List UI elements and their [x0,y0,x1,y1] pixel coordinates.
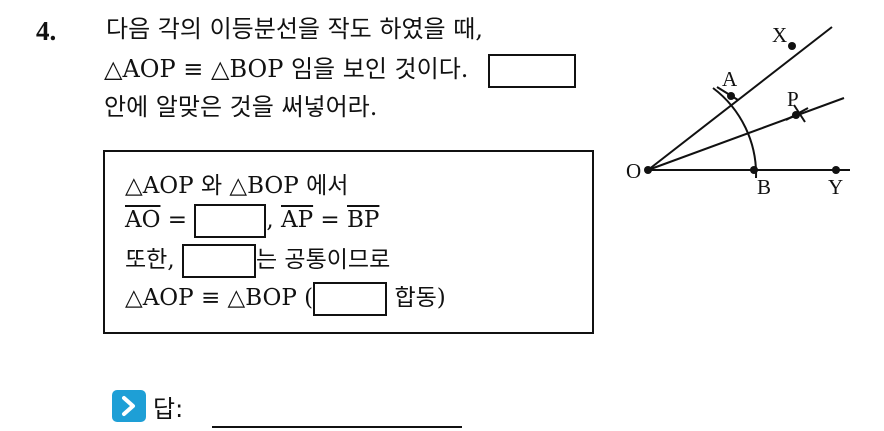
blank-box-1 [194,204,267,238]
ray-op [647,97,845,171]
proof-line-1: △AOP 와 △BOP 에서 [125,173,349,199]
segment-ao: AO [125,207,161,233]
angle-bisector-figure: X A P O B Y [626,23,850,199]
question-line-2-text: △AOP ≡ △BOP 임을 보인 것이다. [104,55,469,83]
blank-box-2 [181,244,256,278]
label-x: X [772,23,787,47]
answer-blank-box-header [488,53,577,88]
answer-label: 답: [153,395,184,423]
point-x [788,42,796,50]
point-o [644,166,652,174]
question-line-2: △AOP ≡ △BOP 임을 보인 것이다. [104,52,577,88]
proof-line-4-post: 합동) [394,285,446,311]
ray-ox [647,26,833,171]
proof-line-3-post: 는 공통이므로 [255,247,391,273]
equals-sign: = [167,207,188,233]
blank-box-3 [313,282,388,316]
label-b: B [757,175,771,199]
equals-sign: = [320,207,340,233]
question-line-1: 다음 각의 이등분선을 작도 하였을 때, [106,15,483,43]
segment-ap: AP [281,207,314,233]
point-b [750,166,758,174]
label-a: A [722,67,738,91]
answer-input-line[interactable] [212,426,462,428]
proof-line-2: AO = , AP = BP [125,204,379,238]
label-p: P [787,87,799,111]
chevron-right-icon [122,396,135,416]
question-line-3: 안에 알맞은 것을 써넣어라. [104,93,378,121]
proof-line-4-pre: △AOP ≡ △BOP ( [125,285,314,311]
proof-line-3-pre: 또한, [125,247,175,273]
question-number: 4. [36,16,57,46]
label-y: Y [828,175,843,199]
label-o: O [626,159,641,183]
answer-chevron-icon [112,390,146,422]
segment-bp: BP [347,207,380,233]
proof-line-4: △AOP ≡ △BOP ( 합동) [125,282,446,316]
proof-line-3: 또한, 는 공통이므로 [125,244,390,278]
point-p [792,111,800,119]
proof-panel: △AOP 와 △BOP 에서 AO = , AP = BP 또한, 는 공통이므… [103,150,594,334]
point-a [727,92,735,100]
point-y [832,166,840,174]
